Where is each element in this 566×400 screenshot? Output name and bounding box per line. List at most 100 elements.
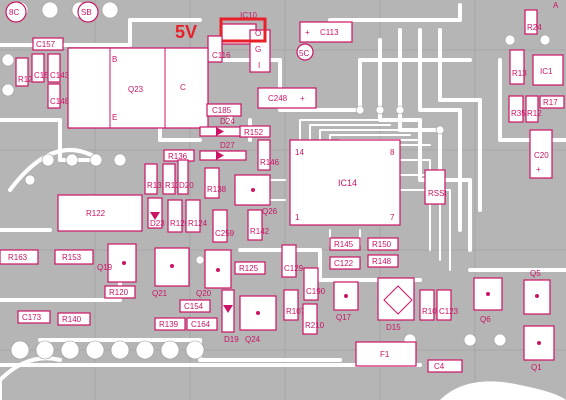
- r17: R17: [539, 95, 565, 109]
- svg-text:I: I: [258, 61, 260, 70]
- q26: Q26: [234, 174, 278, 216]
- svg-text:1: 1: [295, 213, 300, 222]
- svg-text:R148: R148: [372, 257, 392, 266]
- rssi: RSSI: [424, 169, 447, 205]
- d19: D19: [221, 289, 239, 344]
- svg-text:C259: C259: [215, 229, 235, 238]
- svg-text:Q19: Q19: [97, 263, 113, 272]
- svg-text:R17: R17: [543, 98, 558, 107]
- svg-text:R152: R152: [244, 128, 264, 137]
- svg-text:R150: R150: [372, 240, 392, 249]
- svg-text:C20: C20: [534, 151, 549, 160]
- svg-text:C123: C123: [439, 307, 459, 316]
- svg-text:C: C: [180, 83, 186, 92]
- r140: R140: [57, 312, 91, 326]
- r133: R133: [144, 163, 167, 195]
- svg-text:R138: R138: [207, 185, 227, 194]
- svg-text:C122: C122: [334, 259, 354, 268]
- r24: R24: [524, 9, 542, 35]
- board-cutout: [440, 381, 566, 400]
- q23: Q23 B C E: [67, 47, 209, 129]
- r139: R139: [154, 317, 186, 331]
- r13: R13: [509, 49, 527, 85]
- r142: R142: [247, 209, 270, 241]
- svg-text:O: O: [255, 29, 261, 38]
- corner-pads: 8C SB: [5, 1, 99, 23]
- c143: C143: [47, 53, 70, 83]
- c190: C190: [303, 267, 326, 301]
- svg-text:R136: R136: [168, 152, 188, 161]
- ic1: IC1: [532, 54, 564, 86]
- svg-text:+: +: [300, 94, 305, 103]
- r153: R153: [54, 249, 94, 265]
- svg-text:Q26: Q26: [262, 207, 278, 216]
- svg-text:G: G: [255, 45, 261, 54]
- svg-text:E: E: [112, 113, 117, 122]
- svg-text:R13: R13: [512, 69, 527, 78]
- svg-text:RSSI: RSSI: [428, 189, 447, 198]
- svg-text:8: 8: [390, 148, 395, 157]
- r125: R125: [234, 261, 266, 275]
- q5: Q5: [523, 269, 551, 315]
- svg-text:C164: C164: [191, 320, 211, 329]
- q17: Q17: [333, 281, 359, 322]
- svg-text:C129: C129: [284, 264, 304, 273]
- svg-text:Q5: Q5: [530, 269, 541, 278]
- svg-text:D24: D24: [220, 117, 235, 126]
- r12: R12: [525, 95, 542, 123]
- svg-text:D15: D15: [386, 323, 401, 332]
- d27: D27: [199, 141, 247, 161]
- c156: C156: [31, 53, 54, 83]
- svg-text:Q21: Q21: [152, 289, 168, 298]
- r120: R120: [104, 285, 136, 299]
- svg-text:C190: C190: [306, 287, 326, 296]
- f1: F1: [355, 341, 417, 367]
- c20: C20 +: [529, 129, 553, 179]
- q20: Q20: [196, 249, 232, 298]
- svg-text:R125: R125: [239, 264, 259, 273]
- r145: R145: [329, 237, 361, 251]
- c129: C129: [281, 244, 304, 278]
- svg-text:R126: R126: [170, 219, 190, 228]
- svg-text:R133: R133: [147, 181, 167, 190]
- svg-text:Q23: Q23: [128, 85, 144, 94]
- c4: C4: [427, 359, 463, 373]
- svg-text:R139: R139: [159, 320, 179, 329]
- svg-text:R145: R145: [334, 240, 354, 249]
- q6: Q6: [473, 277, 503, 324]
- svg-text:C4: C4: [434, 362, 445, 371]
- svg-text:SB: SB: [81, 8, 92, 17]
- svg-text:Q20: Q20: [196, 289, 212, 298]
- svg-text:R35: R35: [511, 109, 526, 118]
- r107: R107: [283, 289, 306, 321]
- r134: R134: [162, 163, 185, 195]
- svg-text:R163: R163: [8, 253, 28, 262]
- svg-text:C173: C173: [22, 313, 42, 322]
- svg-text:F1: F1: [380, 350, 390, 359]
- svg-text:+: +: [305, 28, 310, 37]
- c173: C173: [17, 310, 51, 324]
- c248: C248 +: [257, 87, 317, 109]
- r124: R124: [185, 199, 208, 233]
- svg-text:R142: R142: [250, 227, 270, 236]
- svg-text:14: 14: [295, 148, 304, 157]
- c157: C157: [32, 37, 64, 51]
- 5v-annotation: 5V: [175, 22, 197, 42]
- r126: R126: [167, 199, 190, 233]
- svg-text:R24: R24: [527, 23, 542, 32]
- svg-text:IC10: IC10: [240, 11, 257, 20]
- svg-text:R153: R153: [62, 253, 82, 262]
- svg-text:R146: R146: [260, 158, 280, 167]
- r210: R210: [302, 303, 325, 335]
- svg-text:R124: R124: [188, 219, 208, 228]
- r103: R103: [419, 289, 442, 321]
- svg-text:C185: C185: [212, 106, 232, 115]
- r138: R138: [204, 167, 227, 199]
- svg-text:C148: C148: [50, 97, 70, 106]
- svg-text:Q1: Q1: [531, 363, 542, 372]
- svg-text:5C: 5C: [299, 49, 309, 58]
- svg-text:R210: R210: [305, 321, 325, 330]
- svg-text:R12: R12: [527, 109, 542, 118]
